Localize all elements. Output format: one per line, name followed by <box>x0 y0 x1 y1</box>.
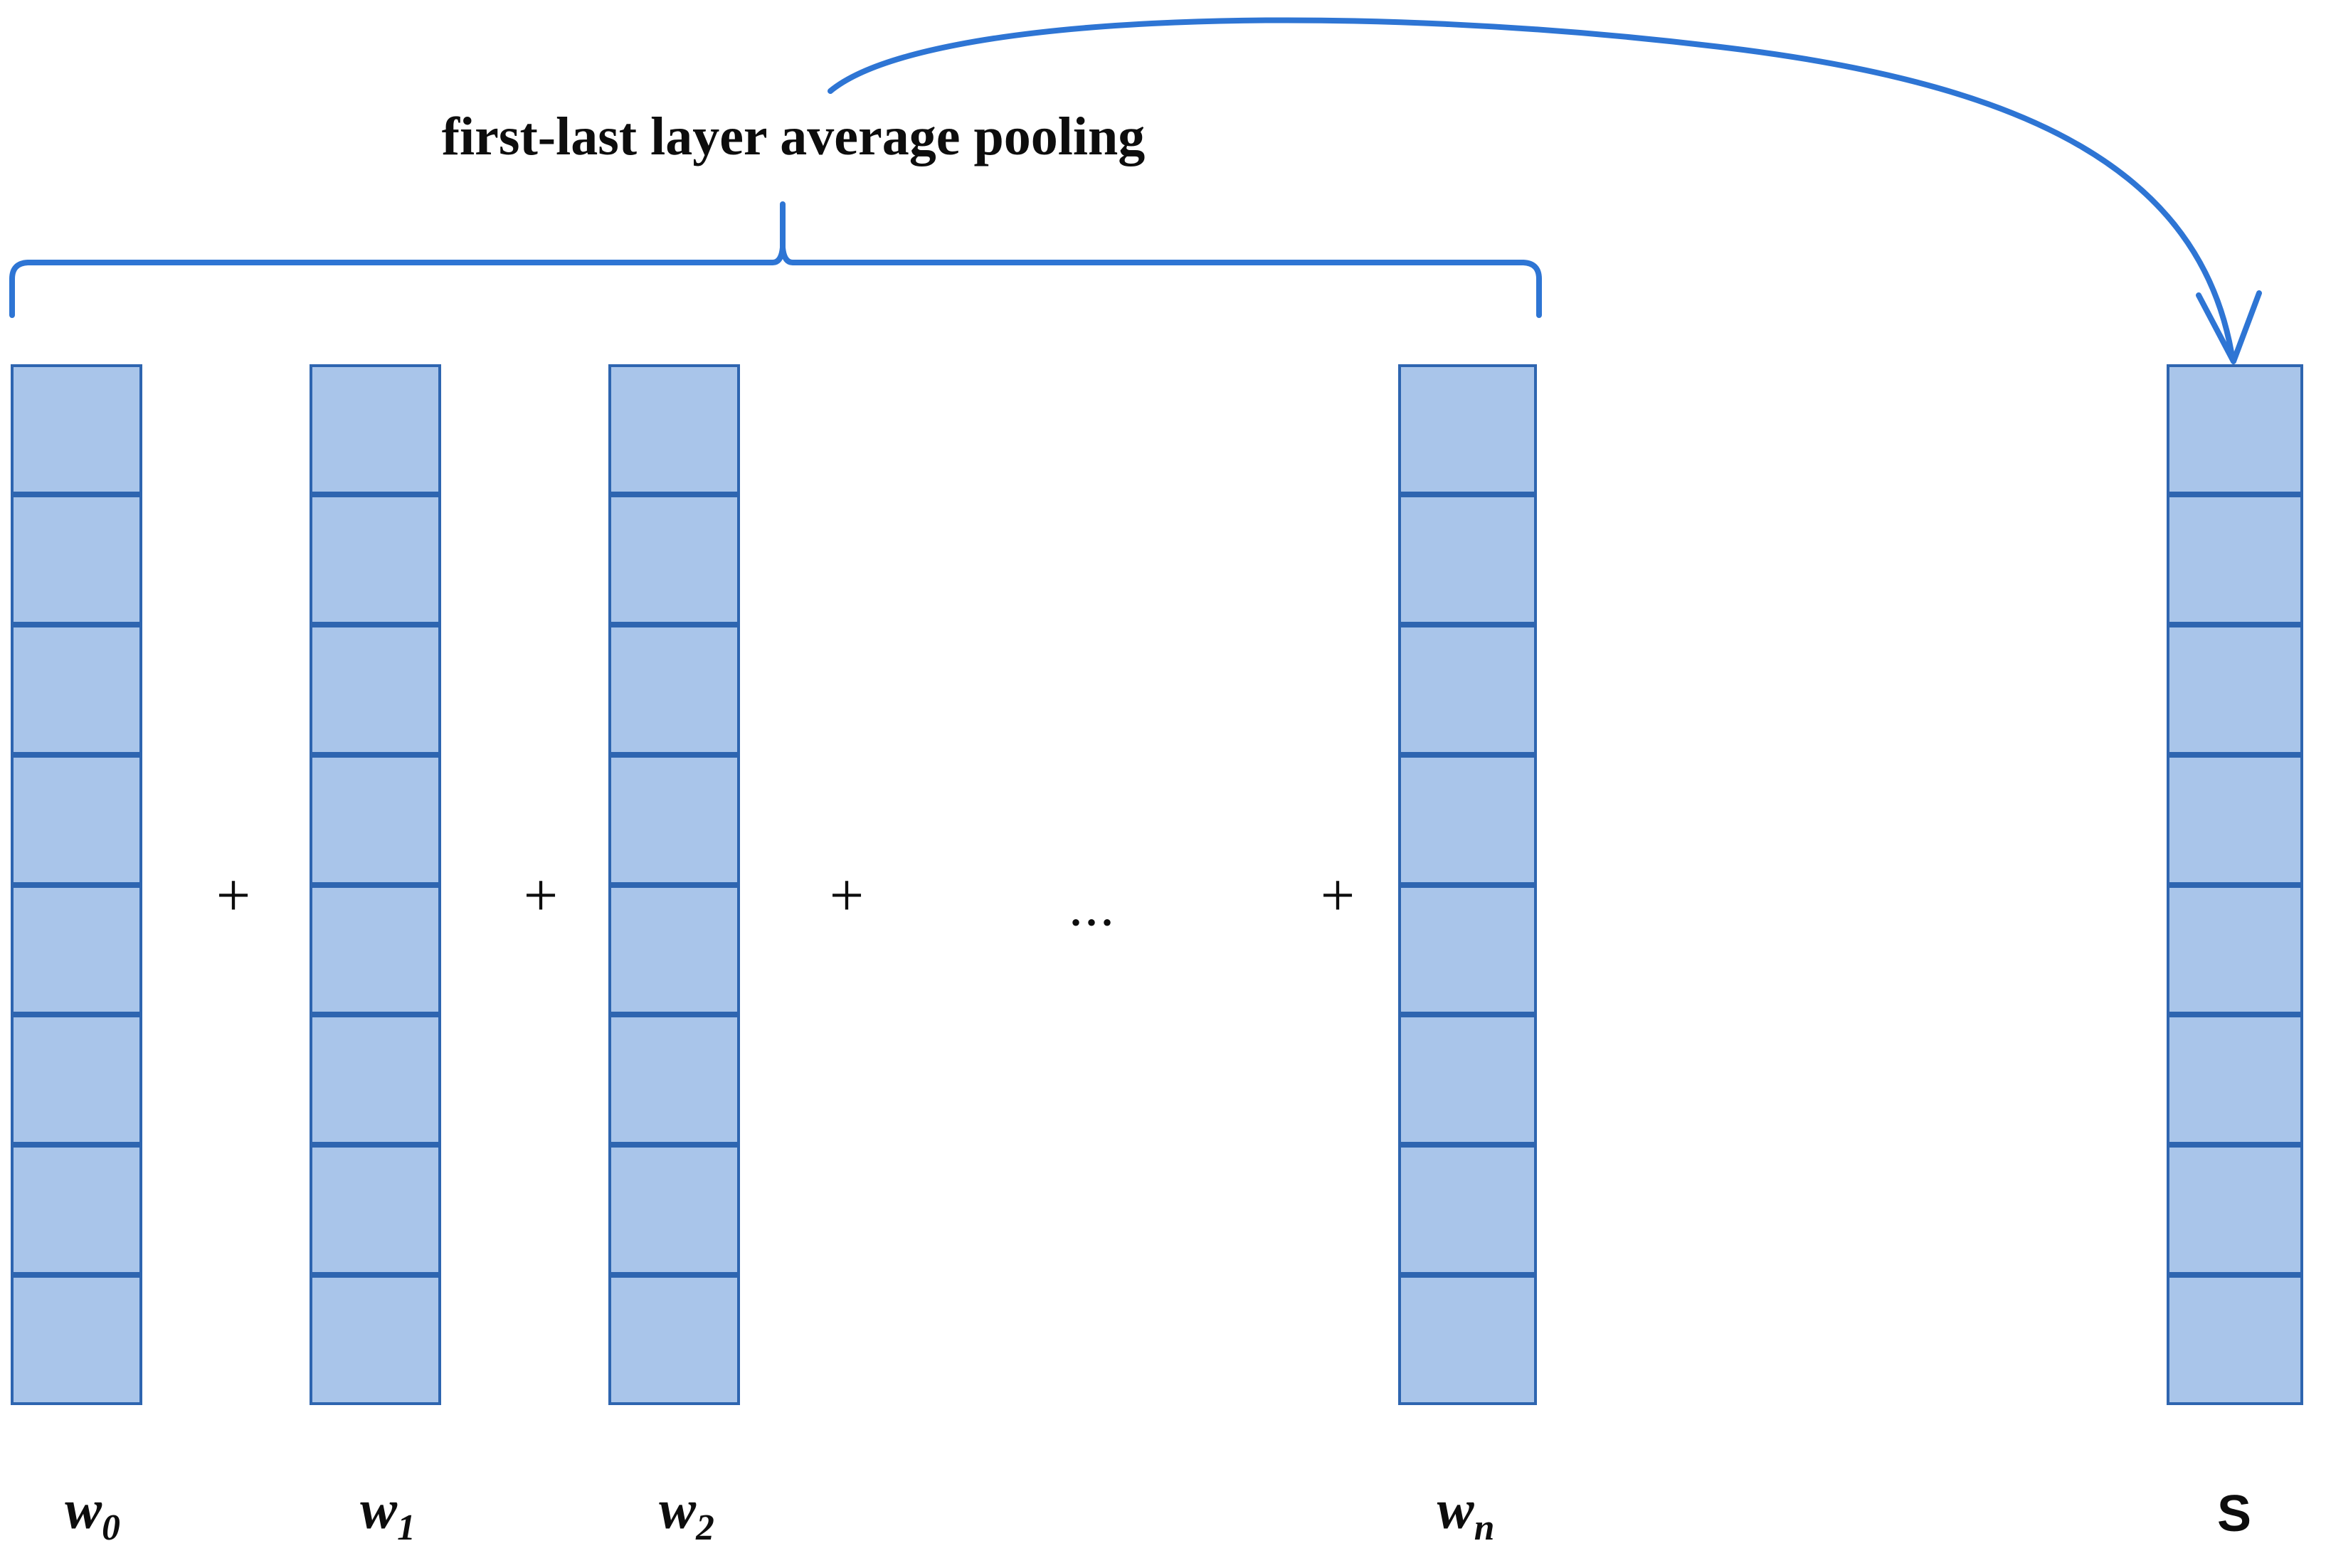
vector-column-w2 <box>608 364 740 1405</box>
column-label-base: w <box>659 1478 697 1540</box>
column-label-wn: wn <box>1437 1481 1495 1546</box>
vector-cell <box>11 754 142 885</box>
vector-cell <box>310 754 441 885</box>
column-label-subscript: 2 <box>696 1508 714 1549</box>
vector-cell <box>2167 754 2303 885</box>
vector-cell <box>608 884 740 1015</box>
vector-cell <box>2167 1015 2303 1145</box>
vector-cell <box>11 1145 142 1276</box>
vector-cell <box>608 624 740 755</box>
vector-cell <box>2167 494 2303 625</box>
vector-cell <box>11 1015 142 1145</box>
vector-cell <box>608 1145 740 1276</box>
column-label-s: S <box>2217 1488 2251 1540</box>
vector-cell <box>310 884 441 1015</box>
vector-cell <box>11 364 142 494</box>
vector-column-s <box>2167 364 2303 1405</box>
vector-column-w1 <box>310 364 441 1405</box>
vector-column-w0 <box>11 364 142 1405</box>
vector-cell <box>11 624 142 755</box>
column-label-base: w <box>360 1478 398 1540</box>
ellipsis-separator: ... <box>1069 875 1116 938</box>
column-label-base: w <box>65 1478 102 1540</box>
vector-cell <box>1398 624 1537 755</box>
plus-operator-4: + <box>1320 861 1355 929</box>
plus-operator-2: + <box>523 861 559 929</box>
vector-cell <box>310 494 441 625</box>
column-label-subscript: 1 <box>397 1508 416 1549</box>
vector-cell <box>1398 1275 1537 1405</box>
vector-cell <box>1398 364 1537 494</box>
vector-cell <box>310 364 441 494</box>
vector-cell <box>1398 494 1537 625</box>
vector-cell <box>310 1275 441 1405</box>
vector-cell <box>1398 884 1537 1015</box>
column-label-subscript: n <box>1474 1508 1495 1549</box>
vector-cell <box>2167 364 2303 494</box>
plus-operator-3: + <box>829 861 865 929</box>
column-label-w0: w0 <box>65 1481 120 1546</box>
column-label-subscript: 0 <box>102 1508 120 1549</box>
vector-cell <box>1398 1145 1537 1276</box>
vector-cell <box>2167 624 2303 755</box>
column-label-w2: w2 <box>659 1481 714 1546</box>
vector-cell <box>11 494 142 625</box>
page-title: first-last layer average pooling <box>441 107 1146 166</box>
vector-cell <box>2167 1275 2303 1405</box>
plus-operator-1: + <box>216 861 251 929</box>
column-label-base: w <box>1437 1478 1474 1540</box>
vector-cell <box>608 494 740 625</box>
vector-column-wn <box>1398 364 1537 1405</box>
pooling-brace-path <box>9 201 1542 318</box>
vector-cell <box>2167 884 2303 1015</box>
vector-cell <box>1398 754 1537 885</box>
vector-cell <box>310 1145 441 1276</box>
vector-cell <box>608 364 740 494</box>
vector-cell <box>11 1275 142 1405</box>
column-label-base: S <box>2216 1485 2252 1542</box>
vector-cell <box>11 884 142 1015</box>
vector-cell <box>608 754 740 885</box>
vector-cell <box>310 1015 441 1145</box>
vector-cell <box>1398 1015 1537 1145</box>
vector-cell <box>310 624 441 755</box>
vector-cell <box>608 1015 740 1145</box>
vector-cell <box>608 1275 740 1405</box>
column-label-w1: w1 <box>360 1481 416 1546</box>
pooling-arrow-path <box>828 17 2234 355</box>
vector-cell <box>2167 1145 2303 1276</box>
pooling-arrow-head <box>2196 290 2262 364</box>
